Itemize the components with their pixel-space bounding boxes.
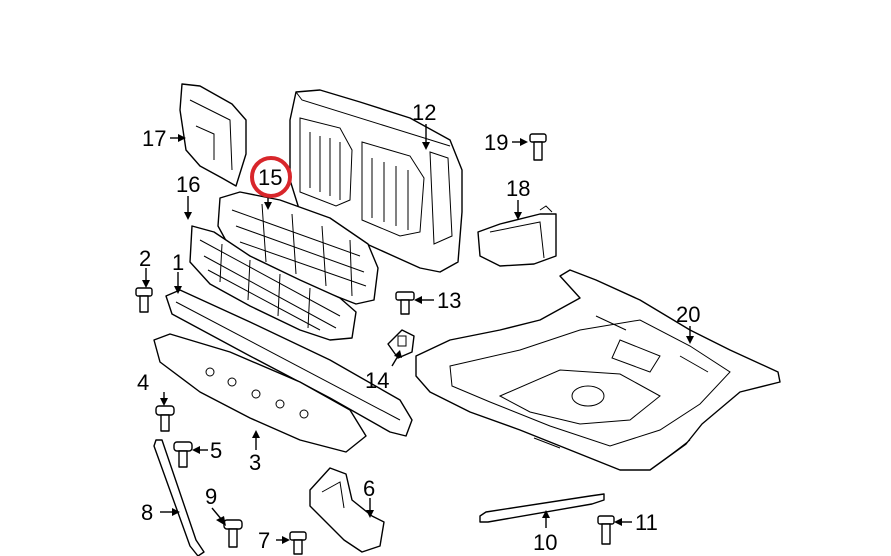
- part-clip-nut[interactable]: [387, 329, 415, 359]
- callout-15[interactable]: 15: [258, 165, 282, 190]
- bolt-4-icon[interactable]: [155, 405, 175, 432]
- callout-18[interactable]: 18: [506, 176, 530, 201]
- callout-14[interactable]: 14: [365, 368, 389, 393]
- callout-11[interactable]: 11: [635, 510, 658, 535]
- part-lower-deflector[interactable]: [153, 333, 367, 453]
- part-lower-grille[interactable]: [189, 225, 357, 341]
- callout-9[interactable]: 9: [205, 484, 217, 509]
- bolt-19-icon[interactable]: [529, 133, 547, 161]
- callout-10[interactable]: 10: [533, 530, 557, 555]
- callout-17[interactable]: 17: [142, 126, 166, 151]
- part-air-guide-left[interactable]: [179, 83, 247, 187]
- callout-12[interactable]: 12: [412, 100, 436, 125]
- callout-3[interactable]: 3: [249, 450, 261, 475]
- bolt-2-icon[interactable]: [135, 287, 153, 313]
- bolt-7-icon[interactable]: [289, 531, 307, 555]
- callout-13[interactable]: 13: [437, 288, 461, 313]
- callout-16[interactable]: 16: [176, 172, 200, 197]
- part-rod-right[interactable]: [479, 493, 605, 523]
- bolt-9-icon[interactable]: [223, 519, 243, 548]
- callout-8[interactable]: 8: [141, 500, 153, 525]
- part-bracket-lower[interactable]: [309, 467, 385, 553]
- callout-6[interactable]: 6: [363, 476, 375, 501]
- callout-20[interactable]: 20: [676, 302, 700, 327]
- callout-5[interactable]: 5: [210, 438, 222, 463]
- callout-4[interactable]: 4: [137, 370, 149, 395]
- callout-2[interactable]: 2: [139, 246, 151, 271]
- part-underbody-shield[interactable]: [415, 269, 781, 471]
- callout-19[interactable]: 19: [484, 130, 508, 155]
- bolt-11-icon[interactable]: [597, 515, 615, 545]
- callout-7[interactable]: 7: [258, 528, 270, 553]
- bolt-5-icon[interactable]: [173, 441, 193, 468]
- part-bumper-support[interactable]: [165, 289, 413, 437]
- part-rod-left[interactable]: [153, 439, 205, 556]
- bolt-13-icon[interactable]: [395, 291, 415, 315]
- callout-1[interactable]: 1: [172, 250, 184, 275]
- part-bracket-right[interactable]: [477, 205, 557, 267]
- highlight-ring: [250, 156, 292, 198]
